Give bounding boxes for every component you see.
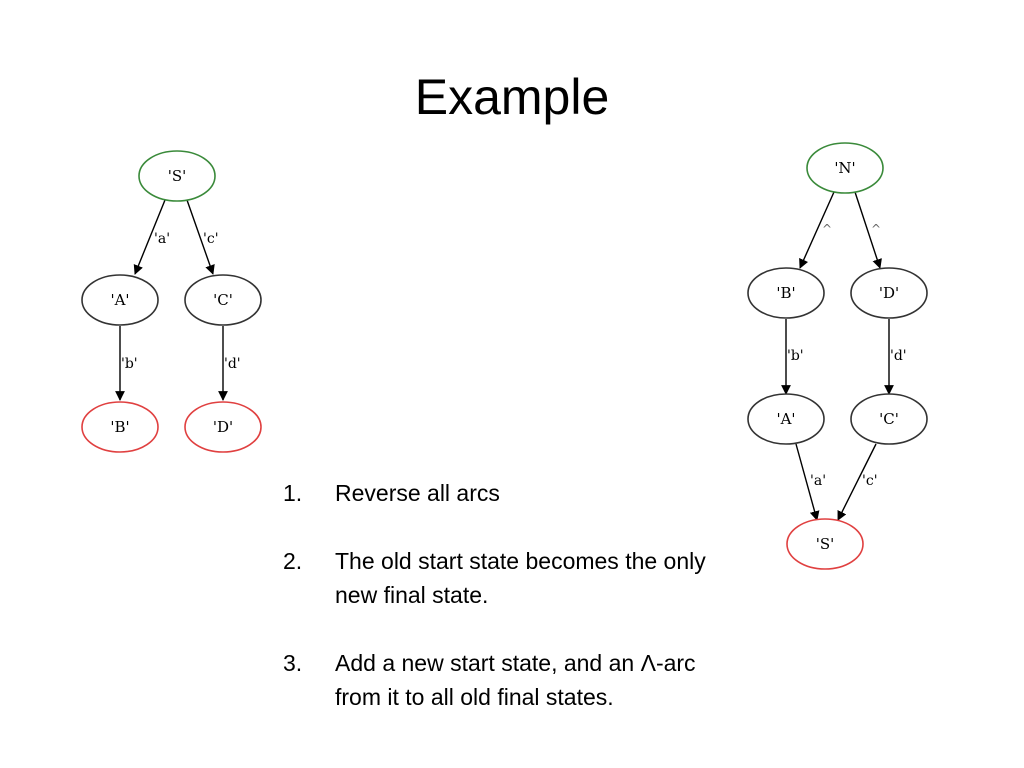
state-label: 'A' — [776, 410, 795, 428]
state-ellipse — [747, 267, 825, 319]
state-label: 'C' — [213, 291, 233, 309]
state-node-S: 'S' — [138, 150, 216, 202]
edge-label-D-C: 'd' — [890, 348, 907, 364]
state-node-B: 'B' — [81, 401, 159, 453]
state-node-C: 'C' — [184, 274, 262, 326]
state-label: 'D' — [213, 418, 233, 436]
step-number: 2. — [283, 548, 303, 574]
step-item: 1. Reverse all arcs — [283, 476, 723, 510]
state-node-S: 'S' — [786, 518, 864, 570]
state-node-A: 'A' — [81, 274, 159, 326]
edge-N-B — [799, 191, 835, 269]
edge-N-D — [854, 191, 882, 269]
state-ellipse — [850, 393, 928, 445]
state-ellipse — [138, 150, 216, 202]
state-ellipse — [747, 393, 825, 445]
state-label: 'B' — [110, 418, 129, 436]
step-item: 2. The old start state becomes the only … — [283, 544, 723, 612]
edge-label-B-A: 'b' — [787, 348, 804, 364]
edge-C-S — [837, 443, 877, 521]
edge-A-S — [795, 443, 820, 521]
original-nfa: 'a' 'c' 'b' 'd' 'S' 'A' 'C' 'B' 'D' — [81, 150, 262, 453]
state-label: 'B' — [776, 284, 795, 302]
state-ellipse — [184, 274, 262, 326]
state-node-B: 'B' — [747, 267, 825, 319]
state-node-N: 'N' — [806, 142, 884, 194]
edge-label-A-S: 'a' — [810, 473, 826, 489]
state-ellipse — [806, 142, 884, 194]
state-node-D: 'D' — [850, 267, 928, 319]
state-node-D: 'D' — [184, 401, 262, 453]
step-number: 1. — [283, 480, 303, 506]
state-label: 'N' — [834, 159, 855, 177]
step-text: Add a new start state, and an Λ-arc from… — [335, 650, 696, 710]
state-ellipse — [184, 401, 262, 453]
steps-list: 1. Reverse all arcs 2. The old start sta… — [283, 476, 723, 748]
state-label: 'S' — [816, 535, 835, 553]
step-text: The old start state becomes the only new… — [335, 548, 706, 608]
edge-label-A-B: 'b' — [121, 356, 138, 372]
state-ellipse — [786, 518, 864, 570]
state-ellipse — [850, 267, 928, 319]
step-number: 3. — [283, 650, 303, 676]
edge-label-C-S: 'c' — [862, 473, 878, 489]
step-item: 3. Add a new start state, and an Λ-arc f… — [283, 646, 723, 714]
edge-label-S-A: 'a' — [154, 231, 170, 247]
state-label: 'S' — [168, 167, 187, 185]
state-ellipse — [81, 401, 159, 453]
slide-title: Example — [414, 69, 610, 125]
edge-S-A — [133, 199, 166, 275]
state-label: 'A' — [110, 291, 129, 309]
edge-label-S-C: 'c' — [203, 231, 219, 247]
reversed-nfa: ^ ^ 'b' 'd' 'a' 'c' 'N' 'B' 'D' 'A' 'C' … — [747, 142, 928, 570]
state-ellipse — [81, 274, 159, 326]
state-label: 'C' — [879, 410, 899, 428]
edge-label-N-B: ^ — [822, 222, 832, 236]
state-node-C: 'C' — [850, 393, 928, 445]
edge-S-C — [186, 199, 215, 275]
state-label: 'D' — [879, 284, 899, 302]
state-node-A: 'A' — [747, 393, 825, 445]
step-text: Reverse all arcs — [335, 480, 500, 506]
edge-label-C-D: 'd' — [224, 356, 241, 372]
edge-label-N-D: ^ — [871, 222, 881, 236]
